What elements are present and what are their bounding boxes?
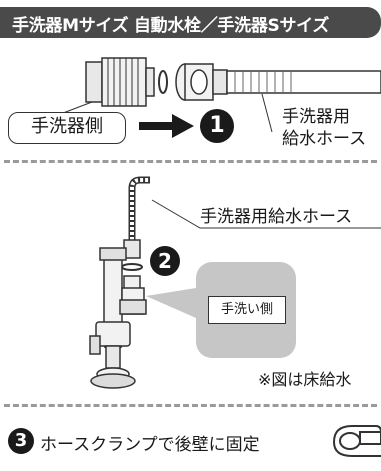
threaded-fitting-icon — [85, 57, 155, 107]
step-3-number: 3 — [14, 430, 28, 451]
hose-callout-line — [261, 93, 273, 133]
header-title: 手洗器Mサイズ 自動水栓／手洗器Sサイズ — [12, 16, 330, 36]
figure-note: ※図は床給水 — [258, 370, 352, 389]
basin-side-box: 手洗い側 — [208, 296, 286, 324]
basin-side-box-text: 手洗い側 — [220, 302, 273, 317]
step-3-instruction: ホースクランプで後壁に固定 — [40, 435, 260, 455]
step-3-badge: 3 — [8, 428, 34, 454]
step-1-badge: 1 — [200, 109, 234, 143]
panel-pointer — [146, 288, 196, 318]
hose-label-line2: 給水ホース — [282, 129, 367, 149]
angle-valve-icon — [89, 176, 150, 389]
step-1-number: 1 — [209, 113, 225, 138]
hose-label-leader — [151, 199, 381, 229]
header-bar: 手洗器Mサイズ 自動水栓／手洗器Sサイズ — [0, 7, 381, 38]
supply-hose-icon — [226, 70, 381, 94]
right-arrow-icon — [139, 114, 194, 138]
step-2-badge: 2 — [150, 246, 180, 276]
basin-side-text: 手洗器側 — [31, 116, 103, 137]
hose-label-2: 手洗器用給水ホース — [200, 207, 353, 227]
hose-nut-icon — [175, 63, 228, 101]
hose-clamp-icon — [333, 425, 381, 457]
basin-side-label: 手洗器側 — [8, 112, 126, 144]
step-2-number: 2 — [158, 249, 172, 273]
divider-2 — [4, 404, 377, 407]
divider-1 — [4, 160, 377, 163]
hose-label-line1: 手洗器用 — [282, 107, 350, 127]
packing-ring-icon — [158, 70, 168, 94]
